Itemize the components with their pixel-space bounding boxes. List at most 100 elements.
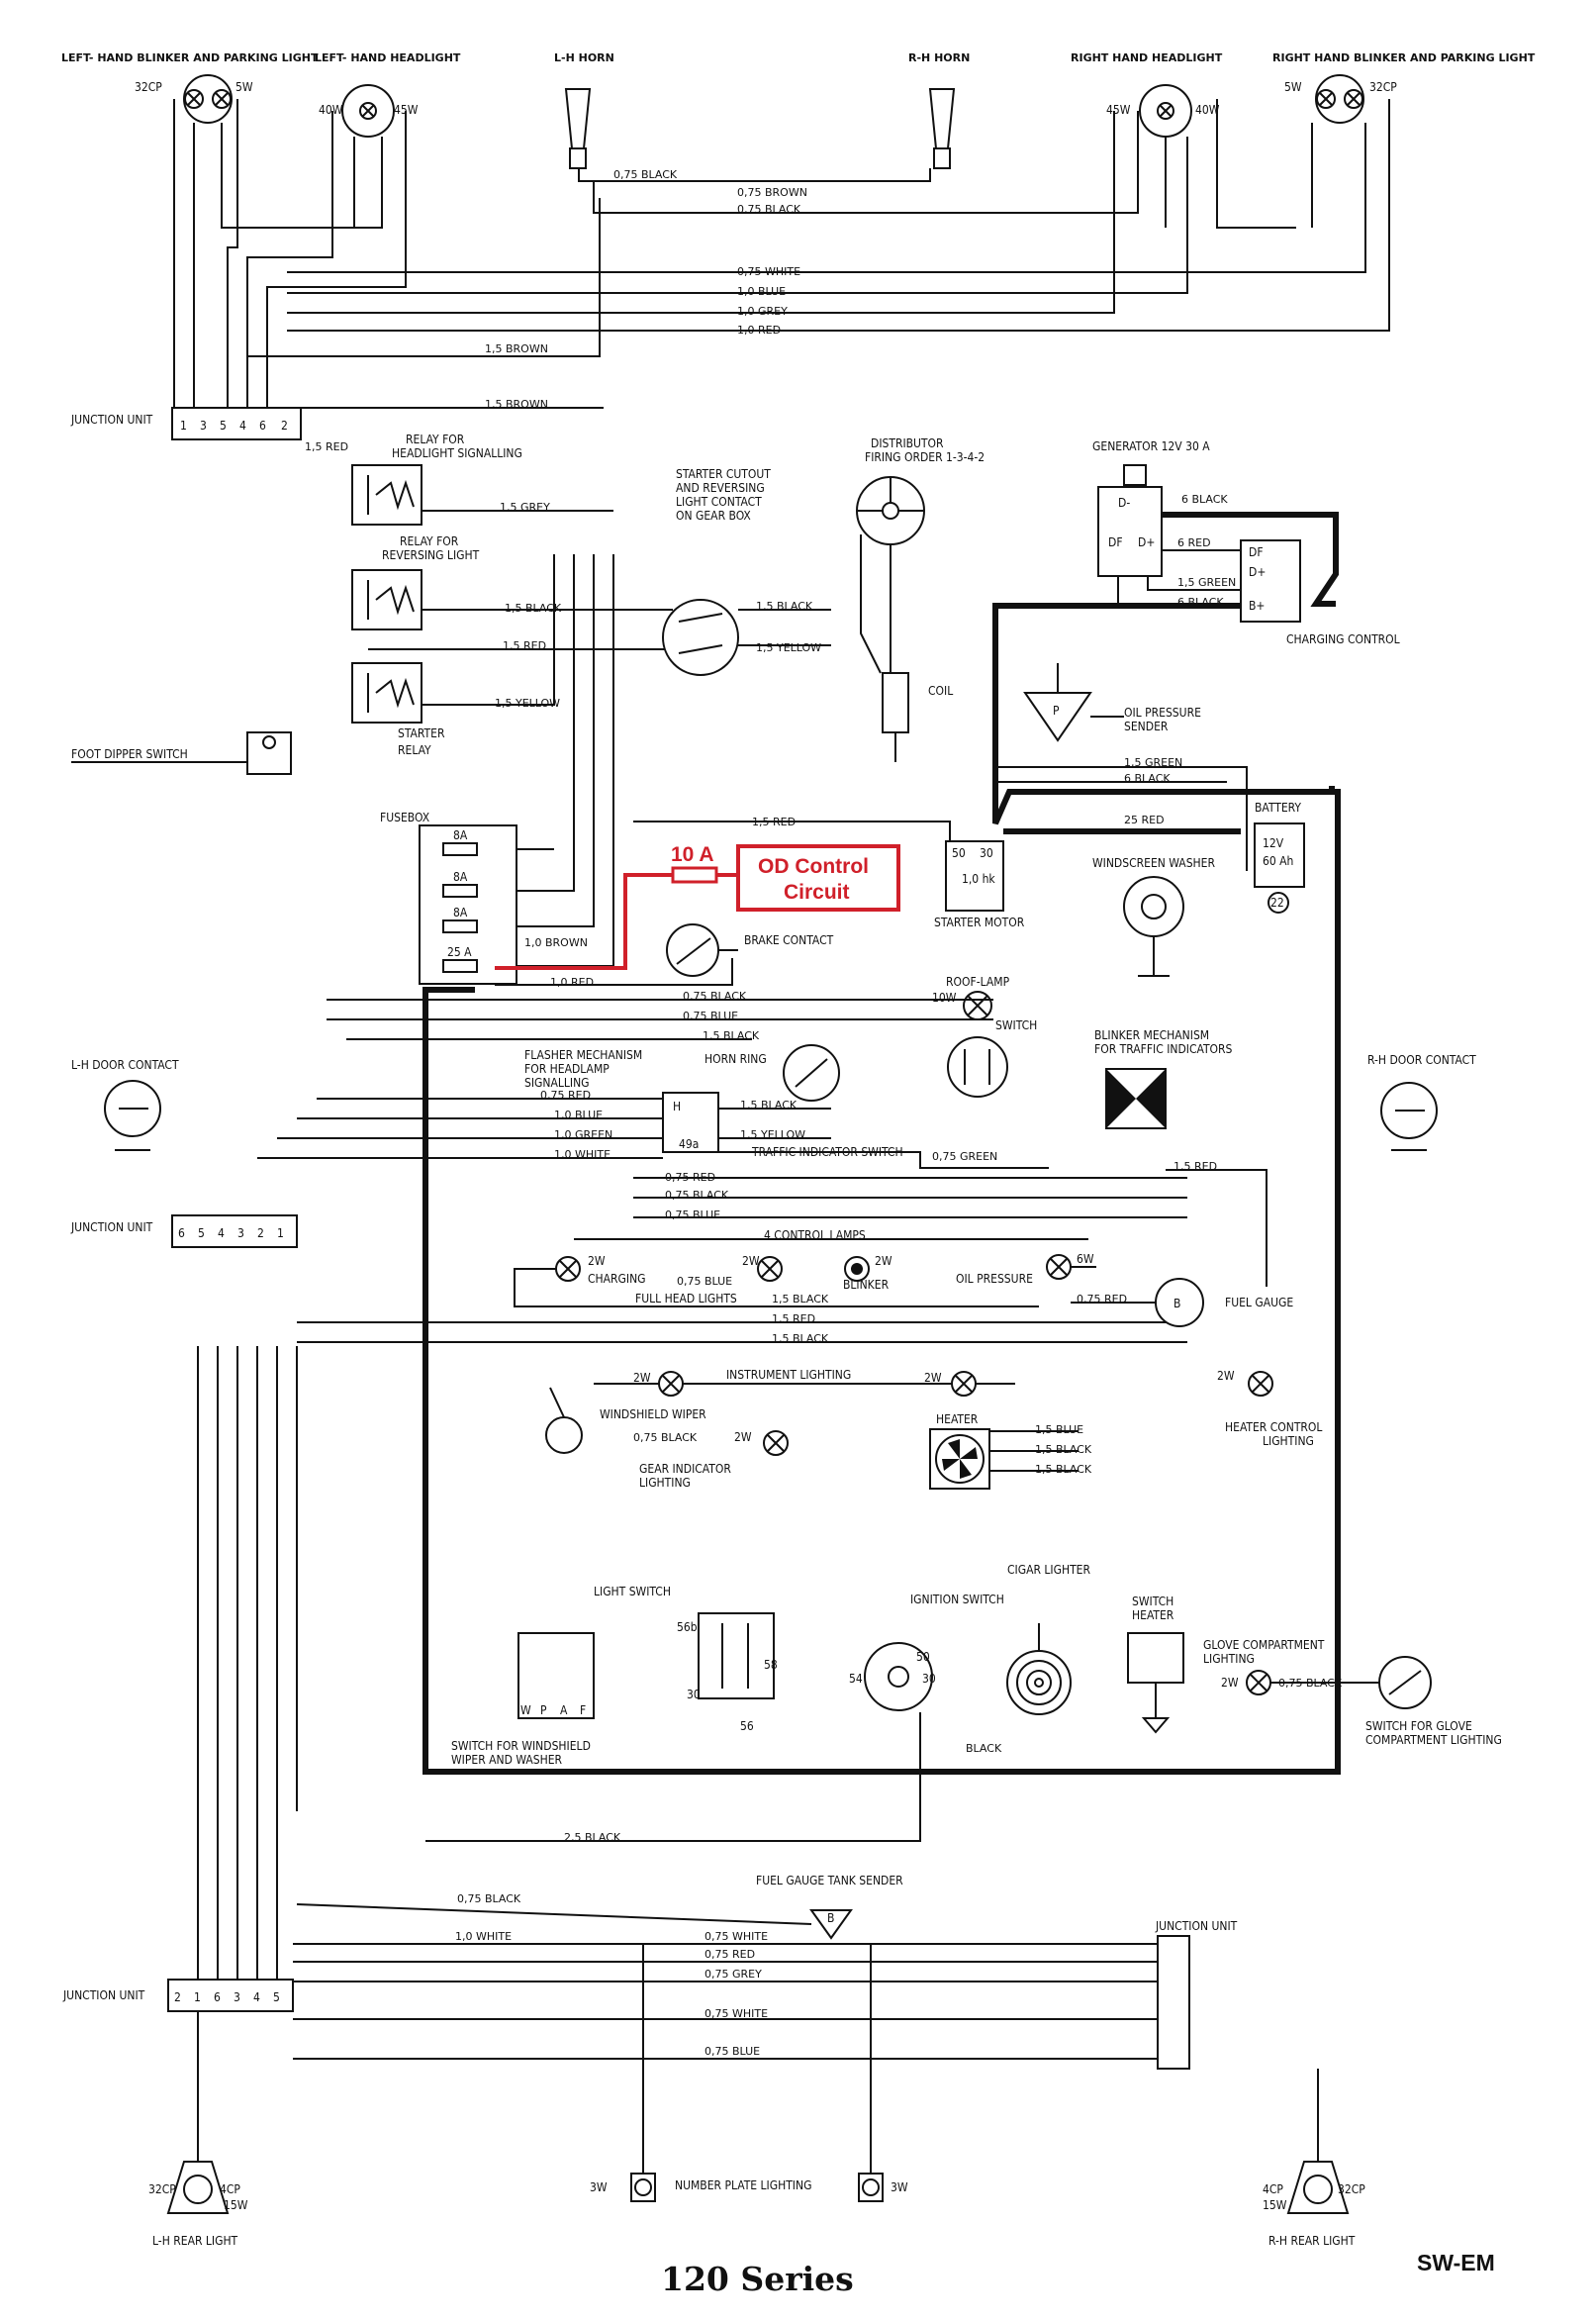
wire-075-black-tank: 0,75 BLACK xyxy=(457,1892,521,1905)
junction-unit-top-label: JUNCTION UNIT xyxy=(70,413,153,427)
gen-df: DF xyxy=(1108,535,1123,549)
relay-headlight-label-2: HEADLIGHT SIGNALLING xyxy=(392,446,522,460)
wire-075-black-top: 0,75 BLACK xyxy=(737,203,801,216)
od-control-annotation xyxy=(495,844,900,970)
distributor-label: DISTRIBUTOR xyxy=(871,436,944,450)
relay-reversing-light xyxy=(351,569,422,630)
junction-bot-t6: 5 xyxy=(273,1990,280,2004)
starter-relay-label-1: STARTER xyxy=(398,726,445,740)
wire-lower-vertical-bundle xyxy=(197,1346,298,1980)
light-switch-label: LIGHT SWITCH xyxy=(594,1585,671,1598)
lh-horn-label: L-H HORN xyxy=(554,51,614,64)
firing-order-label: FIRING ORDER 1-3-4-2 xyxy=(865,450,985,464)
junction-bot-t2: 1 xyxy=(194,1990,201,2004)
wire-rear-lights xyxy=(197,2011,1319,2162)
heater-control-lamp-2w: 2W xyxy=(1217,1369,1235,1383)
lh-rear-15w: 15W xyxy=(224,2198,248,2212)
sw-p: P xyxy=(540,1703,547,1717)
blinker-lamp-2w: 2W xyxy=(875,1254,892,1268)
junction-top-t2: 3 xyxy=(200,419,207,433)
heater-control-label-1: HEATER CONTROL xyxy=(1225,1420,1322,1434)
junction-unit-rh xyxy=(1157,1935,1190,2070)
junction-mid-t3: 4 xyxy=(218,1226,225,1240)
wire-075-red-mid: 0,75 RED xyxy=(540,1089,591,1102)
junction-unit-bot xyxy=(167,1979,294,2012)
wire-fusebox-outs xyxy=(516,554,614,967)
glove-comp-lamp xyxy=(1246,1670,1271,1695)
sw-a: A xyxy=(560,1703,568,1717)
wire-10-red-fuse: 1,0 RED xyxy=(550,976,594,989)
starter-cutout-label-4: ON GEAR BOX xyxy=(676,509,751,523)
rh-door-contact xyxy=(1380,1082,1438,1151)
wire-rear-bundle xyxy=(293,1943,1158,2060)
roof-lamp-10w: 10W xyxy=(932,991,957,1005)
wire-15-black-heater2: 1,5 BLACK xyxy=(1035,1463,1092,1476)
switch-windshield-wiper: W P A F xyxy=(517,1632,595,1719)
charging-lamp-2w: 2W xyxy=(588,1254,606,1268)
heater-control-label-2: LIGHTING xyxy=(1263,1434,1314,1448)
fuse-4-rating: 25 A xyxy=(447,945,472,959)
oil-sender-label-2: SENDER xyxy=(1124,720,1169,733)
glove-comp-label-1: GLOVE COMPARTMENT xyxy=(1203,1638,1325,1652)
wire-black-ign: BLACK xyxy=(966,1742,1002,1755)
heater-label: HEATER xyxy=(936,1412,979,1426)
wire-10-brown-fuse: 1,0 BROWN xyxy=(524,936,588,949)
switch-glove-compartment xyxy=(1378,1656,1432,1709)
wire-10-red-top: 1,0 RED xyxy=(737,324,781,337)
switch-glove-label-2: COMPARTMENT LIGHTING xyxy=(1365,1733,1502,1747)
wire-075-brown: 0,75 BROWN xyxy=(737,186,807,199)
wire-15-black-relay: 1,5 BLACK xyxy=(505,602,562,615)
oil-pressure-sender: P xyxy=(1023,692,1092,742)
light-switch: 56b 30 58 56 xyxy=(677,1612,778,1733)
wire-15-red-starter-label: 1,5 RED xyxy=(752,816,796,828)
starter-relay xyxy=(351,662,422,724)
brake-contact xyxy=(666,923,719,977)
junction-unit-mid-terminals: 6 5 4 3 2 1 xyxy=(178,1226,284,1240)
horn-ring xyxy=(783,1044,840,1102)
blinker-mechanism xyxy=(1105,1068,1167,1129)
wire-10-green-mid: 1,0 GREEN xyxy=(554,1128,612,1141)
relay-headlight-signalling xyxy=(351,464,422,526)
junction-mid-t1: 6 xyxy=(178,1226,185,1240)
wire-075-white-rear2: 0,75 WHITE xyxy=(704,2007,768,2020)
charging-control: DF D+ B+ xyxy=(1240,539,1301,623)
tis-49a: 49a xyxy=(679,1137,699,1151)
switch-windshield-label-2: WIPER AND WASHER xyxy=(451,1753,563,1767)
glove-comp-label-2: LIGHTING xyxy=(1203,1652,1255,1666)
wire-15-black-tis: 1,5 BLACK xyxy=(740,1099,798,1112)
brake-contact-label: BRAKE CONTACT xyxy=(744,933,834,947)
battery-label: BATTERY xyxy=(1255,801,1301,815)
battery: 12V 60 Ah 22 xyxy=(1254,822,1305,914)
wire-075-blue-rear: 0,75 BLUE xyxy=(704,2045,760,2058)
tis-h: H xyxy=(673,1100,681,1113)
wire-075-white-rear: 0,75 WHITE xyxy=(704,1930,768,1943)
fuel-tank-sender: B xyxy=(809,1909,853,1940)
relay-reversing-label-1: RELAY FOR xyxy=(400,534,459,548)
rh-blinker-lamp xyxy=(1315,74,1364,124)
gear-indicator-lamp xyxy=(763,1430,789,1456)
coil xyxy=(882,672,909,762)
wire-15-yellow-cutout: 1,5 YELLOW xyxy=(756,641,821,654)
junction-top-t6: 2 xyxy=(281,419,288,433)
starter-cutout-label-3: LIGHT CONTACT xyxy=(676,495,762,509)
junction-unit-top xyxy=(171,407,302,440)
junction-bot-t5: 4 xyxy=(253,1990,260,2004)
charging-control-label: CHARGING CONTROL xyxy=(1286,632,1400,646)
junction-unit-bot-label: JUNCTION UNIT xyxy=(62,1988,145,2002)
ignition-switch-label: IGNITION SWITCH xyxy=(910,1593,1004,1606)
windshield-wiper-label: WINDSHIELD WIPER xyxy=(600,1407,706,1421)
wire-6-black-gen-label: 6 BLACK xyxy=(1181,493,1228,506)
wire-10-red-out xyxy=(495,958,733,986)
od-fuse-10a xyxy=(671,866,718,884)
oil-sender-label-1: OIL PRESSURE xyxy=(1124,706,1201,720)
wire-075-white-top: 0,75 WHITE xyxy=(737,265,800,278)
coil-label: COIL xyxy=(928,684,953,698)
relay-headlight-label-1: RELAY FOR xyxy=(406,433,465,446)
wire-tank xyxy=(296,1903,812,1925)
heater-fan xyxy=(929,1428,990,1490)
fuse-4: 25 A xyxy=(442,945,478,973)
flasher-label-1: FLASHER MECHANISM xyxy=(524,1048,642,1062)
battery-capacity: 60 Ah xyxy=(1263,854,1293,868)
wire-15-red-blinker: 1,5 RED xyxy=(1174,1160,1217,1173)
cigar-lighter-label: CIGAR LIGHTER xyxy=(1007,1563,1090,1577)
